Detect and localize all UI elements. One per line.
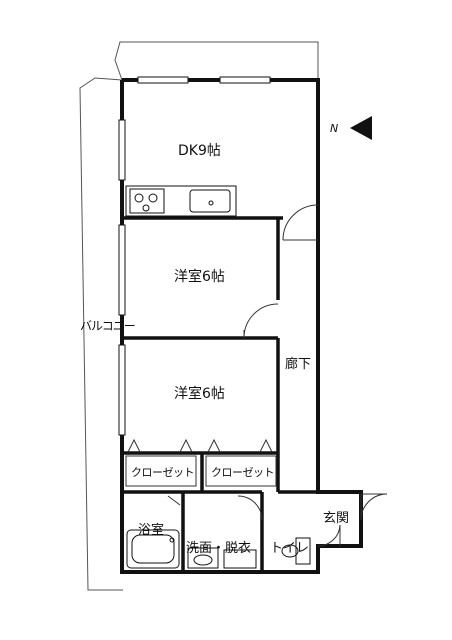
room-label-toilet: トイレ [270, 541, 310, 556]
room-label-closet-right: クローゼット [211, 466, 275, 479]
room-label-washroom: 洗面・脱衣 [186, 541, 252, 556]
washbasin [187, 547, 257, 569]
interior-walls [122, 200, 320, 572]
bathtub [126, 529, 180, 569]
room-label-corridor: 廊下 [285, 357, 312, 372]
outer-walls [120, 78, 363, 574]
room-label-entrance: 玄関 [323, 511, 350, 526]
room-label-closet-left: クローゼット [131, 466, 195, 479]
top-windows [137, 76, 271, 84]
door-swings [167, 204, 388, 547]
room-label-bath: 浴室 [138, 523, 165, 538]
room-label-balcony: バルコニー [80, 319, 136, 333]
room-label-western-1: 洋室6帖 [174, 269, 225, 285]
closet-doors [125, 438, 277, 487]
balcony-outline [79, 41, 319, 591]
kitchen-counter [125, 185, 237, 217]
toilet [281, 537, 311, 565]
left-windows [118, 119, 126, 436]
room-label-western-2: 洋室6帖 [174, 386, 225, 402]
compass-north-label: N [330, 122, 339, 135]
room-label-dk: DK9帖 [178, 143, 221, 159]
north-arrow-icon [350, 116, 372, 140]
